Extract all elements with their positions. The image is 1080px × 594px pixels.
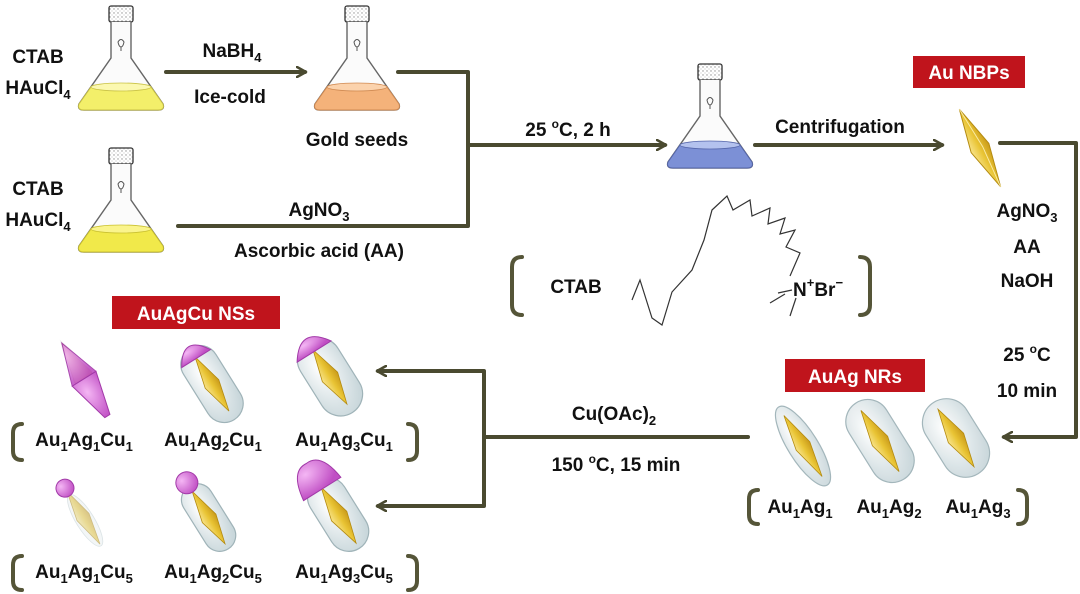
- overgrowth-agno3: AgNO3: [996, 201, 1057, 225]
- arrow-to-cu5: [378, 435, 486, 506]
- auagcu-product-5: Au1Ag2Cu5: [164, 562, 262, 586]
- arrows: [164, 70, 1078, 506]
- au-nbp-particle-icon: [958, 108, 1002, 188]
- left-bracket: [510, 255, 524, 317]
- flask-icon-precursor-2: [77, 147, 165, 253]
- tag-auagcu-nss: AuAgCu NSs: [112, 296, 280, 329]
- overgrowth-temperature: 25 oC: [1003, 342, 1051, 366]
- auagcu-product-4: Au1Ag1Cu5: [35, 562, 133, 586]
- ctab-structure: CTAB N+Br−: [510, 194, 872, 326]
- solution-fill: [314, 86, 400, 111]
- flask-icon-growth: [666, 63, 754, 169]
- arrow-to-cu1: [378, 371, 486, 439]
- auagcu-ns-2-icon: [180, 344, 244, 424]
- auag-product-1: Au1Ag1: [767, 497, 832, 521]
- svg-text:AuAg NRs: AuAg NRs: [808, 367, 902, 388]
- seeds-label: Gold seeds: [306, 130, 408, 151]
- auagcu-ns-3-icon: [296, 336, 364, 417]
- arrow-overgrowth: [998, 141, 1078, 437]
- solution-fill: [78, 86, 164, 111]
- line-growth-to-junction: [176, 143, 470, 228]
- auagcu-ns-6-icon: [296, 459, 370, 552]
- centrifugation-label: Centrifugation: [775, 117, 905, 138]
- reduction-agent: NaBH4: [203, 41, 263, 65]
- reduction-condition: Ice-cold: [194, 87, 266, 108]
- growth-condition: 25 oC, 2 h: [525, 117, 611, 141]
- precursor-1-haucl4: HAuCl4: [5, 78, 71, 102]
- overgrowth-time: 10 min: [997, 381, 1057, 402]
- auagcu-nanostructure-particles: [55, 336, 370, 552]
- line-seeds-to-junction: [396, 70, 470, 147]
- ctab-label: CTAB: [550, 277, 601, 298]
- auagcu-ns-1-icon: [59, 339, 111, 419]
- growth-agent-aa: Ascorbic acid (AA): [234, 241, 404, 262]
- auag-product-3: Au1Ag3: [945, 497, 1010, 521]
- growth-agent-agno3: AgNO3: [288, 200, 349, 224]
- auagcu-product-3: Au1Ag3Cu1: [295, 430, 393, 454]
- auag-nr-1-icon: [774, 405, 832, 487]
- alkyl-chain-skeletal: [631, 194, 801, 326]
- auagcu-product-1: Au1Ag1Cu1: [35, 430, 133, 454]
- overgrowth-aa: AA: [1013, 237, 1041, 258]
- cu-condition: 150 oC, 15 min: [552, 452, 681, 476]
- flask-icon-gold-seeds: [313, 5, 401, 111]
- overgrowth-naoh: NaOH: [1001, 271, 1054, 292]
- auagcu-product-labels: Au1Ag1Cu1 Au1Ag2Cu1 Au1Ag3Cu1 Au1Ag1Cu5 …: [11, 422, 419, 592]
- auagcu-product-2: Au1Ag2Cu1: [164, 430, 262, 454]
- precursor-2-ctab: CTAB: [12, 179, 63, 200]
- flask-icon-precursor-1: [77, 5, 165, 111]
- tag-auag-nrs: AuAg NRs: [785, 359, 925, 392]
- solution-fill: [667, 144, 753, 169]
- ctab-nitrogen: N+Br−: [793, 275, 843, 301]
- cu-agent: Cu(OAc)2: [572, 404, 656, 428]
- svg-text:AuAgCu NSs: AuAgCu NSs: [137, 304, 255, 325]
- precursor-2-haucl4: HAuCl4: [5, 210, 71, 234]
- auagcu-ns-5-icon: [175, 471, 237, 552]
- solution-fill: [78, 228, 164, 253]
- auagcu-product-6: Au1Ag3Cu5: [295, 562, 393, 586]
- tag-au-nbps: Au NBPs: [913, 56, 1025, 88]
- auag-nanorod-particles: [774, 398, 991, 487]
- right-bracket: [858, 255, 872, 317]
- auagcu-ns-4-icon: [55, 478, 104, 547]
- auag-nr-3-icon: [921, 398, 991, 478]
- svg-text:Au NBPs: Au NBPs: [928, 63, 1009, 84]
- auag-nr-2-icon: [845, 398, 915, 484]
- auag-product-labels: Au1Ag1 Au1Ag2 Au1Ag3: [747, 488, 1029, 526]
- auag-product-2: Au1Ag2: [856, 497, 921, 521]
- precursor-1-ctab: CTAB: [12, 47, 63, 68]
